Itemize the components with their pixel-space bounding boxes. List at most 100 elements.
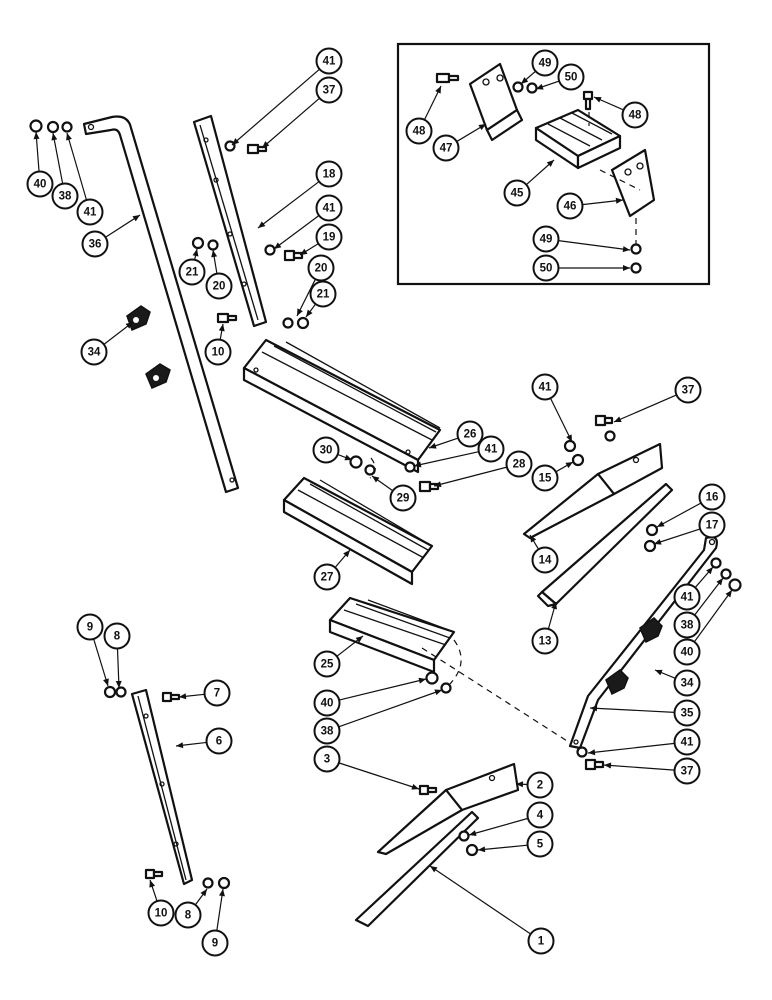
callout-35: 35 <box>673 699 701 727</box>
nut-40-mid <box>425 671 439 685</box>
callout-circle <box>532 254 560 282</box>
callout-25: 25 <box>313 650 341 678</box>
callout-circle <box>673 669 701 697</box>
callout-number: 34 <box>88 347 101 359</box>
callout-circle <box>674 376 702 404</box>
callout-number: 5 <box>537 839 544 851</box>
washer-41-g <box>576 746 588 758</box>
inset-plate-46 <box>610 148 656 218</box>
callout-number: 50 <box>565 72 578 84</box>
leader-arrowhead-21 <box>306 309 313 317</box>
inset-detail-box <box>396 42 711 286</box>
leader-arrowhead-47 <box>478 124 486 131</box>
callout-circle <box>673 757 701 785</box>
plate-1 <box>354 810 480 928</box>
callout-number: 1 <box>538 936 545 948</box>
clamp-34-lower <box>145 363 171 389</box>
leader-arrowhead-20 <box>211 250 218 258</box>
callout-circle <box>405 117 433 145</box>
callout-34: 34 <box>673 669 701 697</box>
leader-arrowhead-49 <box>521 77 529 84</box>
inset-bolt-48a <box>435 72 460 84</box>
callout-circle <box>531 49 559 77</box>
washer-20-a <box>207 239 219 251</box>
callout-number: 26 <box>464 429 477 441</box>
step-26-upper <box>242 338 442 474</box>
leader-arrowhead-45 <box>546 160 554 167</box>
leader-line-16 <box>656 502 702 528</box>
callout-circle <box>51 182 79 210</box>
leader-arrowhead-28 <box>434 481 442 488</box>
callout-circle <box>309 280 337 308</box>
nut-30 <box>349 455 363 469</box>
bolt-37-b <box>594 414 614 427</box>
leader-arrowhead-15 <box>565 462 573 469</box>
leader-line-4 <box>468 817 529 836</box>
callout-30: 30 <box>312 436 340 464</box>
nut-17 <box>643 539 657 553</box>
callout-50: 50 <box>557 63 585 91</box>
nut-21-a <box>191 236 205 250</box>
leader-arrowhead-41 <box>414 461 422 468</box>
leader-arrowhead-17 <box>654 538 662 545</box>
callout-41: 41 <box>531 373 559 401</box>
callout-8: 8 <box>174 901 202 929</box>
callout-circle <box>477 435 505 463</box>
callout-6: 6 <box>205 727 233 755</box>
leader-line-41 <box>413 451 479 467</box>
callout-circle <box>313 563 341 591</box>
step-25-lower <box>328 596 456 674</box>
leader-arrowhead-6 <box>176 742 184 749</box>
callout-number: 16 <box>706 492 719 504</box>
callout-circle <box>673 699 701 727</box>
callout-circle <box>505 450 533 478</box>
callout-circle <box>315 76 343 104</box>
callout-circle <box>313 650 341 678</box>
callout-number: 9 <box>212 938 218 950</box>
leader-arrowhead-25 <box>355 636 363 643</box>
leader-arrowhead-9 <box>219 889 225 897</box>
callout-circle <box>315 47 343 75</box>
leader-arrowhead-13 <box>551 602 557 610</box>
callout-circle <box>556 192 584 220</box>
leader-line-38 <box>694 577 724 616</box>
callout-8: 8 <box>103 622 131 650</box>
callout-number: 36 <box>89 239 102 251</box>
upright-6 <box>130 688 194 886</box>
callout-10: 10 <box>204 338 232 366</box>
leader-line-37 <box>613 394 677 423</box>
callout-26: 26 <box>456 420 484 448</box>
leader-line-41 <box>273 214 320 250</box>
dashed-step-25 <box>449 639 462 685</box>
clamp-34-right-lower <box>605 669 629 696</box>
callout-9: 9 <box>76 613 104 641</box>
callout-49: 49 <box>531 49 559 77</box>
leader-arrowhead-19 <box>300 248 308 255</box>
leader-arrowhead-50 <box>536 83 544 90</box>
leader-arrowhead-27 <box>343 550 350 558</box>
callout-40: 40 <box>313 689 341 717</box>
leader-arrowhead-50 <box>623 265 630 271</box>
bolt-37-a <box>246 143 268 155</box>
leader-arrowhead-8 <box>115 680 122 688</box>
leader-arrowhead-41 <box>588 749 596 756</box>
callout-40: 40 <box>26 170 54 198</box>
callout-45: 45 <box>503 179 531 207</box>
leader-line-49 <box>558 240 631 251</box>
leader-line-41 <box>231 68 320 146</box>
callout-number: 41 <box>539 382 552 394</box>
leader-arrowhead-36 <box>132 215 140 222</box>
callout-circle <box>178 258 206 286</box>
callout-circle <box>389 484 417 512</box>
washer-41-c <box>404 461 416 473</box>
leader-line-40 <box>693 589 733 643</box>
washer-38-top <box>46 120 60 134</box>
callout-36: 36 <box>81 230 109 258</box>
leader-arrowhead-41 <box>706 567 713 575</box>
callout-number: 21 <box>317 289 330 301</box>
callout-number: 41 <box>681 592 694 604</box>
leader-arrowhead-10 <box>218 324 225 332</box>
callout-circle <box>313 689 341 717</box>
callout-number: 41 <box>681 737 694 749</box>
